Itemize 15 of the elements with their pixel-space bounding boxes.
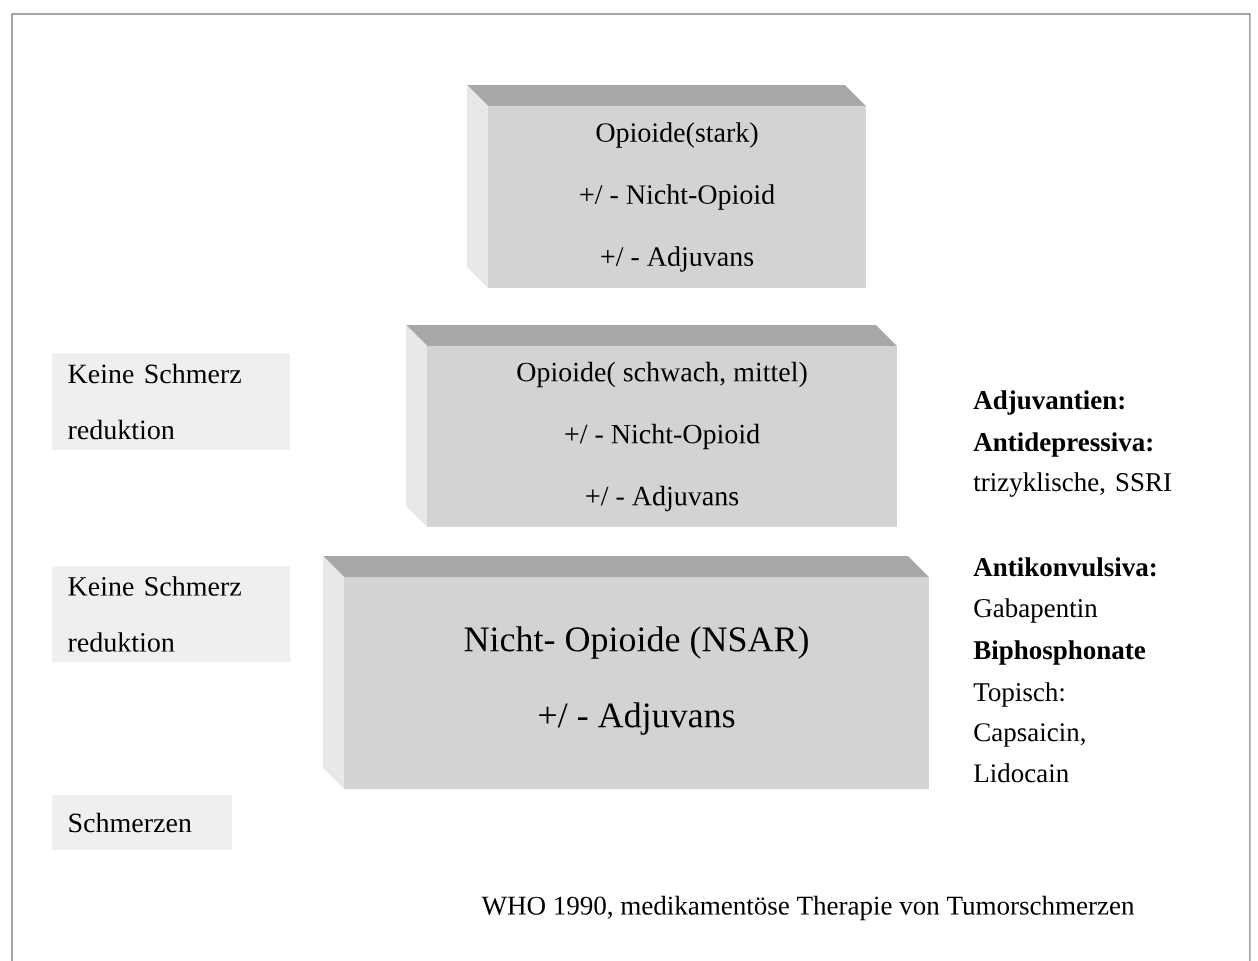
category-heading: Biphosphonate — [973, 640, 1146, 665]
pyramid-step-block: Opioide( schwach, mittel) +/ - Nicht-Opioid +/ - Adjuvans — [406, 325, 897, 527]
drug-list-text: Capsaicin, Lidocain — [974, 723, 1085, 783]
drug-list-text: trizyklische, SSRI — [973, 472, 1171, 497]
pyramid-step-block: Nicht- Opioide (NSAR) +/ - Adjuvans — [323, 556, 929, 789]
caption: WHO 1990, medikamentöse Therapie von Tumorschmerzen — [481, 895, 1135, 921]
pain-level-label: Keine Schmerz reduktion — [52, 353, 291, 451]
pain-level-label: Schmerzen — [52, 795, 233, 851]
category-heading: Antikonvulsiva: — [973, 557, 1156, 577]
pain-level-label: Keine Schmerz reduktion — [52, 566, 291, 663]
pyramid-step-block: Opioide(stark) +/ - Nicht-Opioid +/ - Adjuvans — [467, 85, 866, 288]
drug-list-text: Topisch: — [973, 682, 1064, 707]
drug-list-text: Gabapentin — [974, 598, 1098, 623]
category-heading: Adjuvantien: — [973, 390, 1124, 415]
category-heading: Antidepressiva: — [973, 432, 1152, 457]
